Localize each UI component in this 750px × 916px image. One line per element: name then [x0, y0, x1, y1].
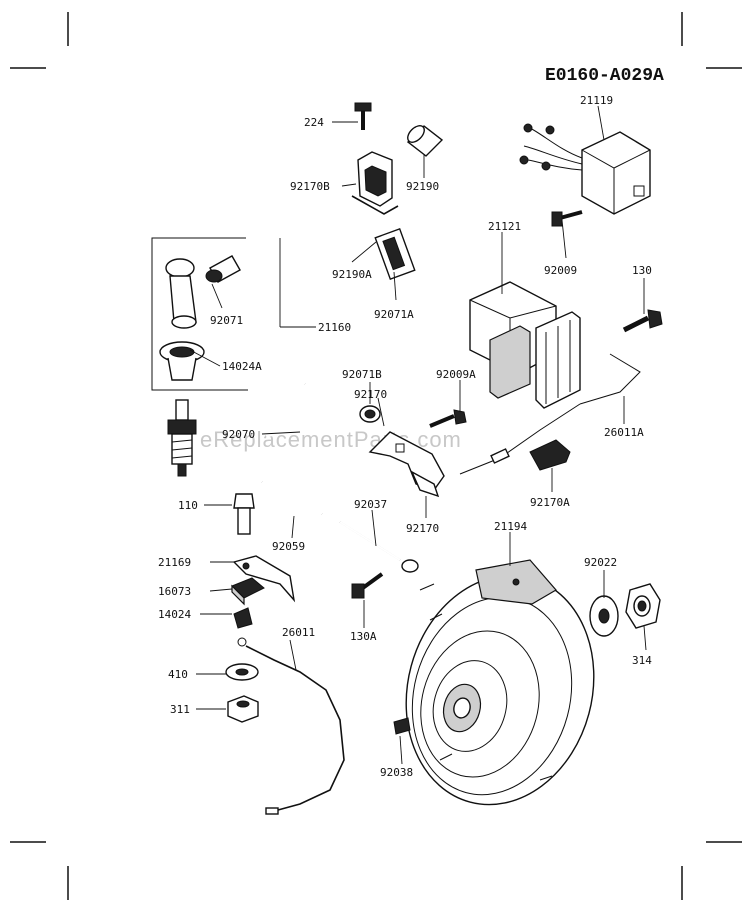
callout-92038: 92038 [380, 766, 413, 779]
part-screw-92009a [429, 409, 467, 428]
part-screw-92009 [551, 210, 583, 227]
part-rod-92037 [339, 521, 419, 573]
callout-314: 314 [632, 654, 652, 667]
part-plate-21169 [232, 555, 296, 603]
callout-92071a: 92071A [374, 308, 414, 321]
callout-311: 311 [170, 703, 190, 716]
callout-92009a: 92009A [436, 368, 476, 381]
callout-130a: 130A [350, 630, 377, 643]
callout-92170b: 92170B [290, 180, 330, 193]
callout-92190a: 92190A [332, 268, 372, 281]
part-lead-92070 [265, 382, 381, 438]
part-bracket-92170 [368, 431, 445, 498]
callout-92037: 92037 [354, 498, 387, 511]
callout-21160: 21160 [318, 321, 351, 334]
callout-labels: 224 92170B 92190 21119 92190A 21121 9200… [158, 94, 652, 779]
part-clip-92170a [529, 439, 571, 471]
callout-21119: 21119 [580, 94, 613, 107]
callout-92170a: 92170A [530, 496, 570, 509]
part-module-21119 [519, 123, 651, 215]
part-spark-plug [167, 399, 197, 477]
callout-92022: 92022 [584, 556, 617, 569]
part-holder-16073 [231, 577, 265, 606]
part-rod-92059 [261, 480, 323, 516]
part-screw-224 [354, 102, 372, 130]
callout-110: 110 [178, 499, 198, 512]
callout-92190: 92190 [406, 180, 439, 193]
callout-130: 130 [632, 264, 652, 277]
callout-26011a: 26011A [604, 426, 644, 439]
part-nut-314 [625, 583, 661, 629]
diagram-code: E0160-A029A [545, 66, 664, 86]
callout-21169: 21169 [158, 556, 191, 569]
callout-14024a: 14024A [222, 360, 262, 373]
crop-marks [10, 12, 742, 900]
callout-92009: 92009 [544, 264, 577, 277]
callout-21121: 21121 [488, 220, 521, 233]
callout-92170-lower: 92170 [406, 522, 439, 535]
callout-92059: 92059 [272, 540, 305, 553]
part-flywheel-21194 [405, 559, 595, 806]
callout-26011: 26011 [282, 626, 315, 639]
callout-14024: 14024 [158, 608, 191, 621]
part-nut-14024 [233, 607, 253, 629]
part-nut-311 [227, 695, 259, 723]
part-tube-92190 [406, 125, 444, 157]
part-coil-21121 [268, 215, 581, 409]
part-washer-410 [225, 663, 259, 681]
part-bolt-110 [233, 493, 255, 535]
callout-92071: 92071 [210, 314, 243, 327]
part-lead-26011 [237, 637, 345, 815]
callout-21194: 21194 [494, 520, 527, 533]
callout-92170-upper: 92170 [354, 388, 387, 401]
part-clamp-92170b [351, 151, 399, 215]
callout-16073: 16073 [158, 585, 191, 598]
callout-92071b: 92071B [342, 368, 382, 381]
part-plugcap-21160 [151, 237, 248, 391]
leader-lines [189, 105, 647, 765]
part-screw-130 [622, 309, 663, 333]
callout-410: 410 [168, 668, 188, 681]
callout-92070: 92070 [222, 428, 255, 441]
callout-224: 224 [304, 116, 324, 129]
part-screw-130a [351, 572, 384, 599]
part-wire-26011a [459, 353, 641, 475]
part-key-92038 [393, 717, 411, 735]
part-washer-92022 [589, 595, 619, 637]
